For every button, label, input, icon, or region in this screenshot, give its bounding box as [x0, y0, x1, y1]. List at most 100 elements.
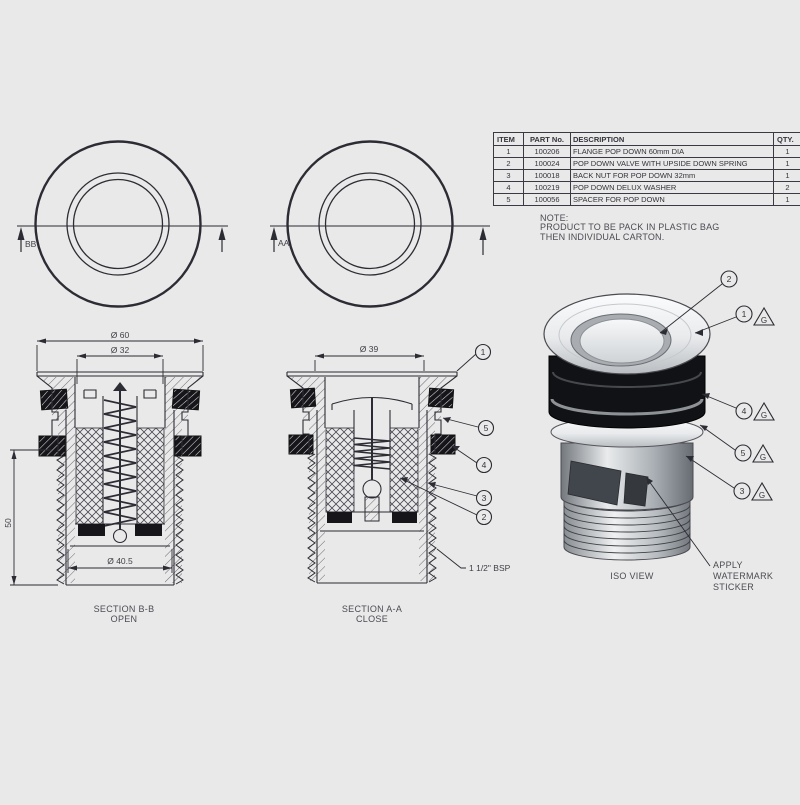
table-cell-part-no: 100018: [524, 170, 571, 182]
watermark-sticker-note: APPLY WATERMARK STICKER: [713, 560, 773, 592]
iso-balloon-1: 1: [736, 306, 752, 322]
section-cut-label-bb: BB: [25, 239, 37, 249]
section-arrow-left: [18, 227, 25, 252]
iso-balloon-4: 4: [736, 403, 752, 419]
bottom-seal-left: [327, 512, 352, 523]
table-header-qty: QTY.: [774, 133, 800, 146]
svg-text:2: 2: [727, 274, 732, 284]
table-cell-qty: 2: [774, 182, 800, 194]
valve-plug-ball: [363, 480, 381, 498]
delux-washer-top-left: [40, 389, 67, 410]
flange-outer-circle: [288, 142, 453, 307]
spacer-crosshatch-right: [390, 428, 418, 512]
dim-32: Ø 32: [77, 345, 163, 384]
svg-text:G: G: [761, 411, 767, 420]
table-row: 5 100056 SPACER FOR POP DOWN 1: [494, 194, 800, 206]
svg-text:5: 5: [741, 448, 746, 458]
table-header-description: DESCRIPTION: [571, 133, 774, 146]
svg-text:STICKER: STICKER: [713, 582, 754, 592]
svg-text:APPLY: APPLY: [713, 560, 743, 570]
svg-text:1: 1: [481, 347, 486, 357]
spacer-crosshatch-left: [76, 428, 103, 524]
svg-text:3: 3: [740, 486, 745, 496]
svg-text:2: 2: [482, 512, 487, 522]
table-row: 3 100018 BACK NUT FOR POP DOWN 32mm 1: [494, 170, 800, 182]
balloon-2: 2: [477, 510, 492, 525]
delux-washer-bottom-right: [175, 436, 201, 456]
svg-text:5: 5: [484, 423, 489, 433]
svg-text:WATERMARK: WATERMARK: [713, 571, 773, 581]
table-row: 4 100219 POP DOWN DELUX WASHER 2: [494, 182, 800, 194]
section-arrow-right: [480, 227, 487, 255]
dim-40-5: Ø 40.5: [68, 549, 172, 573]
revision-flag-3: G: [752, 483, 772, 500]
table-row: 2 100024 POP DOWN VALVE WITH UPSIDE DOWN…: [494, 158, 800, 170]
svg-text:50: 50: [3, 518, 13, 528]
table-cell-item: 3: [494, 170, 524, 182]
iso-view: 2 1 G 4 G 5 G 3: [544, 271, 774, 592]
dim-39: Ø 39: [315, 344, 424, 371]
table-row: 1 100206 FLANGE POP DOWN 60mm DIA 1: [494, 146, 800, 158]
top-view-bb: BB: [17, 142, 228, 307]
revision-flag-4: G: [754, 403, 774, 420]
table-cell-qty: 1: [774, 194, 800, 206]
valve-plug-stem: [365, 497, 379, 521]
table-cell-qty: 1: [774, 170, 800, 182]
iso-body-window-2: [624, 473, 648, 506]
table-cell-description: POP DOWN DELUX WASHER: [571, 182, 774, 194]
balloon-3: 3: [477, 491, 492, 506]
table-header-row: ITEM PART No. DESCRIPTION QTY.: [494, 133, 800, 146]
top-view-aa: AA: [270, 142, 490, 307]
note-line: THEN INDIVIDUAL CARTON.: [540, 233, 790, 242]
section-aa-view: Ø 39 1 5 4 3: [287, 344, 511, 624]
svg-text:Ø 32: Ø 32: [111, 345, 130, 355]
svg-text:G: G: [760, 453, 766, 462]
balloon-4: 4: [477, 458, 492, 473]
spacer-crosshatch-right: [137, 428, 164, 524]
bottom-seal-right: [135, 524, 162, 536]
iso-view-label: ISO VIEW: [610, 571, 654, 581]
svg-text:4: 4: [482, 460, 487, 470]
revision-flag-1: G: [754, 308, 774, 325]
bottom-seal-left: [78, 524, 105, 536]
table-cell-qty: 1: [774, 158, 800, 170]
pin-cap: [113, 382, 127, 391]
svg-text:Ø 39: Ø 39: [360, 344, 379, 354]
table-cell-item: 4: [494, 182, 524, 194]
svg-text:Ø 60: Ø 60: [111, 330, 130, 340]
table-cell-description: SPACER FOR POP DOWN: [571, 194, 774, 206]
table-header-part-no: PART No.: [524, 133, 571, 146]
delux-washer-top-right: [172, 389, 199, 410]
table-cell-part-no: 100219: [524, 182, 571, 194]
balloon-1: 1: [476, 345, 491, 360]
svg-text:4: 4: [742, 406, 747, 416]
spacer-crosshatch-left: [326, 428, 354, 512]
flange-middle-circle: [319, 173, 421, 275]
table-cell-qty: 1: [774, 146, 800, 158]
flange-middle-circle: [67, 173, 169, 275]
table-cell-item: 2: [494, 158, 524, 170]
dim-height-50: 50: [3, 450, 58, 585]
iso-balloon-3: 3: [734, 483, 750, 499]
section-aa-state: CLOSE: [356, 614, 388, 624]
table-header-item: ITEM: [494, 133, 524, 146]
section-bb-view: Ø 60 Ø 32 Ø 40.5 50 SECTION B-B OPEN: [3, 330, 203, 624]
svg-text:1 1/2" BSP: 1 1/2" BSP: [469, 563, 511, 573]
flange-outer-circle: [36, 142, 201, 307]
balloon-5: 5: [479, 421, 494, 436]
svg-text:G: G: [761, 316, 767, 325]
table-cell-description: FLANGE POP DOWN 60mm DIA: [571, 146, 774, 158]
table-cell-description: BACK NUT FOR POP DOWN 32mm: [571, 170, 774, 182]
iso-balloon-5: 5: [735, 445, 751, 461]
revision-flag-5: G: [753, 445, 773, 462]
button-circle: [326, 180, 415, 269]
section-cut-label-aa: AA: [278, 238, 290, 248]
section-arrow-right: [219, 227, 226, 252]
section-bb-label: SECTION B-B: [94, 604, 155, 614]
table-cell-item: 1: [494, 146, 524, 158]
svg-text:G: G: [759, 491, 765, 500]
table-cell-item: 5: [494, 194, 524, 206]
section-arrow-left: [271, 227, 278, 252]
